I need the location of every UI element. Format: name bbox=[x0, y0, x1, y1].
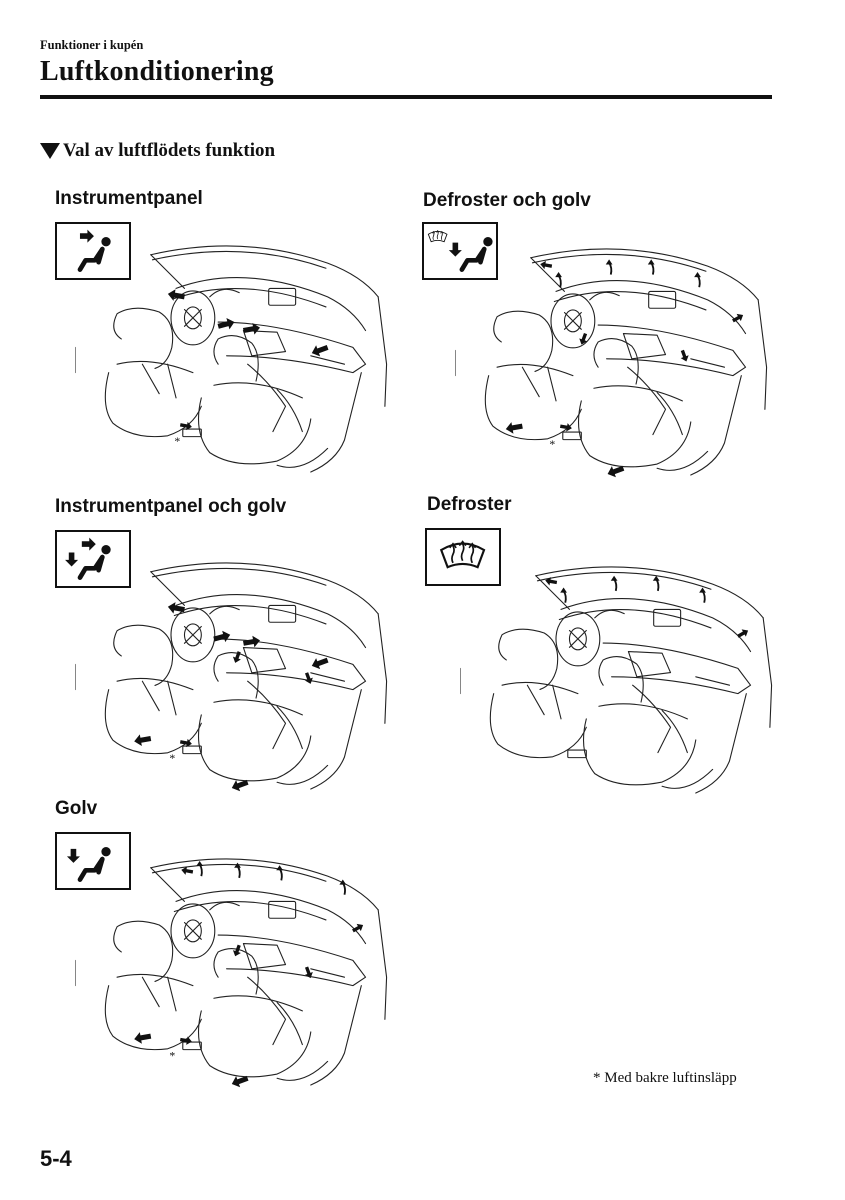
vent-floor-icon bbox=[55, 832, 131, 890]
rear-vent-asterisk: * bbox=[549, 438, 555, 451]
rear-vent-asterisk: * bbox=[174, 435, 180, 448]
interior-illustration-defroster-och-golv: * bbox=[455, 238, 775, 488]
triangle-marker-icon bbox=[40, 143, 60, 159]
interior-illustration-golv: * bbox=[75, 848, 395, 1098]
rear-vent-asterisk: * bbox=[169, 752, 175, 765]
subheading: Val av luftflödets funktion bbox=[40, 140, 275, 162]
footnote: * Med bakre luftinsläpp bbox=[593, 1070, 737, 1086]
interior-illustration-defroster bbox=[460, 556, 780, 806]
page-title: Luftkonditionering bbox=[40, 56, 274, 87]
vent-face-icon bbox=[55, 222, 131, 280]
mode-label-defroster-och-golv: Defroster och golv bbox=[423, 190, 591, 211]
mode-label-instrumentpanel-och-golv: Instrumentpanel och golv bbox=[55, 496, 287, 517]
interior-illustration-instrumentpanel-och-golv: * bbox=[75, 552, 395, 802]
mode-label-instrumentpanel: Instrumentpanel bbox=[55, 188, 203, 209]
mode-label-golv: Golv bbox=[55, 798, 98, 819]
vent-face-floor-icon bbox=[55, 530, 131, 588]
interior-illustration-instrumentpanel: * bbox=[75, 235, 395, 485]
header-rule bbox=[40, 95, 772, 99]
defrost-icon bbox=[425, 528, 501, 586]
page-number: 5-4 bbox=[40, 1146, 72, 1171]
defrost-floor-icon bbox=[422, 222, 498, 280]
subheading-text: Val av luftflödets funktion bbox=[63, 140, 276, 161]
mode-label-defroster: Defroster bbox=[427, 494, 512, 515]
section-label: Funktioner i kupén bbox=[40, 38, 144, 52]
rear-vent-asterisk: * bbox=[169, 1050, 175, 1063]
